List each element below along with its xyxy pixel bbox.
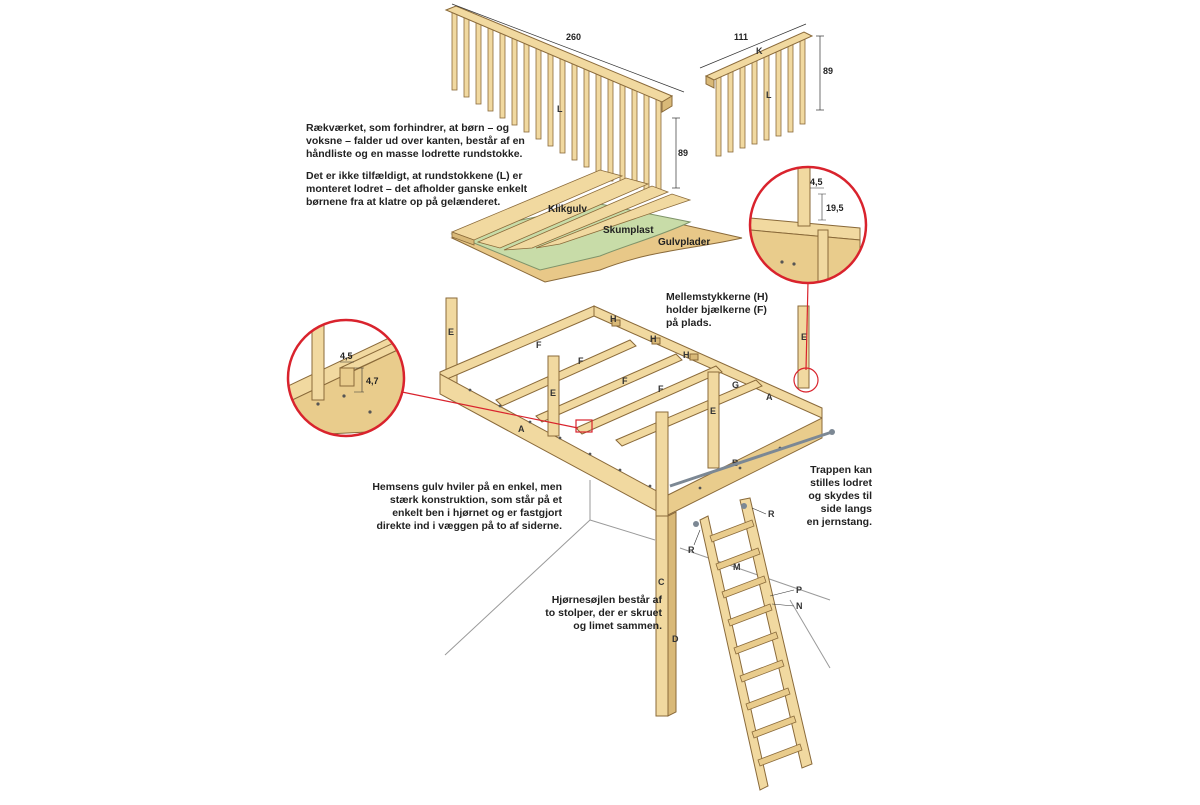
- post-corner: [655, 411, 669, 517]
- note-corner-post: Hjørnesøjlen består af to stolper, der e…: [512, 594, 662, 633]
- label-ladder-m: M: [733, 562, 741, 572]
- note-floor-support-line: stærk konstruktion, som står på et: [389, 494, 562, 506]
- material-click-floor: Klikgulv: [548, 204, 587, 215]
- note-corner-post-line: og limet sammen.: [573, 620, 662, 632]
- frame-bolt-holes: [468, 388, 782, 490]
- note-spacers-line: holder bjælkerne (F): [666, 304, 767, 316]
- label-beam-c: C: [658, 577, 665, 587]
- note-vertical-bars-line: Det er ikke tilfældigt, at rundstokkene …: [306, 170, 523, 182]
- material-foam: Skumplast: [603, 225, 654, 236]
- long-rail-length-label: 260: [566, 32, 581, 42]
- short-railing: 111 89 K L: [699, 23, 833, 157]
- joist-4: [615, 379, 763, 447]
- joist-3: [575, 365, 723, 435]
- floor-layers: Klikgulv Skumplast Gulvplader: [450, 169, 743, 283]
- note-vertical-bars-line: børnene fra at klatre op på gelænderet.: [306, 196, 501, 208]
- note-railing-line: Rækværket, som forhindrer, at børn – og: [306, 122, 510, 134]
- note-corner-post-line: Hjørnesøjlen består af: [551, 594, 662, 606]
- note-ladder-line: en jernstang.: [806, 516, 872, 528]
- label-joist-f-1: F: [536, 340, 542, 350]
- joist-1: [495, 339, 637, 407]
- frame-part-labels: E E E E A A B C D G F F F F H H H: [448, 314, 807, 644]
- note-ladder-line: og skydes til: [808, 490, 872, 502]
- label-post-e-back-left: E: [448, 327, 454, 337]
- short-rail-k-label: K: [756, 46, 763, 56]
- label-ladder-r-left: R: [688, 545, 695, 555]
- note-ladder-line: side langs: [820, 503, 872, 515]
- label-spacer-h-1: H: [610, 314, 617, 324]
- short-handrail: [704, 31, 814, 81]
- post-front-mid: [547, 355, 560, 437]
- short-rail-baluster-label: L: [766, 90, 772, 100]
- ladder-steps: [709, 519, 803, 767]
- joist-height-label: 4,7: [366, 376, 379, 386]
- note-railing: Rækværket, som forhindrer, at børn – og …: [306, 122, 528, 161]
- label-beam-a-side: A: [766, 392, 773, 402]
- baluster-gap-label: 19,5: [826, 203, 844, 213]
- ladder-left-rail: [699, 515, 769, 791]
- label-ladder-r-right: R: [768, 509, 775, 519]
- note-spacers: Mellemstykkerne (H) holder bjælkerne (F)…: [666, 291, 786, 330]
- label-post-e-front-right: E: [710, 406, 716, 416]
- material-floor-boards: Gulvplader: [658, 237, 710, 248]
- label-ladder-p: P: [796, 585, 802, 595]
- note-spacers-line: Mellemstykkerne (H): [666, 291, 769, 303]
- click-floor-planks: [450, 169, 692, 251]
- spacer-1: [611, 319, 621, 327]
- note-ladder-line: stilles lodret: [810, 477, 872, 489]
- label-joist-f-3: F: [622, 376, 628, 386]
- label-ladder-n: N: [796, 601, 803, 611]
- note-vertical-bars: Det er ikke tilfældigt, at rundstokkene …: [306, 170, 532, 209]
- baluster-width-label: 4,5: [810, 177, 823, 187]
- spacer-3: [689, 353, 699, 361]
- long-rail-baluster-label: L: [557, 104, 563, 114]
- short-railing-balusters: [715, 33, 806, 157]
- label-spacer-h-2: H: [650, 334, 657, 344]
- long-railing-balusters: [451, 11, 662, 192]
- note-floor-support-line: enkelt ben i hjørnet og er fastgjort: [392, 507, 562, 519]
- short-rail-length-label: 111: [734, 32, 748, 42]
- note-ladder: Trappen kan stilles lodret og skydes til…: [782, 464, 872, 529]
- label-spacer-h-3: H: [683, 350, 690, 360]
- note-corner-post-line: to stolper, der er skruet: [545, 607, 662, 619]
- note-railing-line: håndliste og en masse lodrette rundstokk…: [306, 148, 523, 160]
- label-joist-f-4: F: [658, 384, 664, 394]
- label-beam-d: D: [672, 634, 679, 644]
- baluster-detail-callout: 4,5 19,5: [748, 165, 868, 393]
- post-back-right: [797, 305, 810, 389]
- label-joist-f-2: F: [578, 356, 584, 366]
- long-railing: 260 89 L: [444, 3, 688, 192]
- label-beam-a-front: A: [518, 424, 525, 434]
- spacer-2: [651, 337, 661, 345]
- short-rail-height-label: 89: [823, 66, 833, 76]
- note-floor-support-line: Hemsens gulv hviler på en enkel, men: [372, 481, 562, 493]
- joist-detail-callout: 4,5 4,7: [286, 318, 593, 438]
- post-front-right: [707, 371, 720, 469]
- note-floor-support: Hemsens gulv hviler på en enkel, men stæ…: [362, 481, 562, 533]
- joist-width-label: 4,5: [340, 351, 353, 361]
- long-rail-height-label: 89: [678, 148, 688, 158]
- note-floor-support-line: direkte ind i væggen på to af siderne.: [376, 520, 562, 532]
- label-post-e-front-mid: E: [550, 388, 556, 398]
- loft-frame: [439, 297, 823, 717]
- note-vertical-bars-line: monteret lodret – det afholder ganske en…: [306, 183, 528, 195]
- ladder-iron-rod: [669, 430, 833, 488]
- note-spacers-line: på plads.: [666, 317, 712, 329]
- note-railing-line: voksne – falder ud over kanten, består a…: [306, 135, 525, 147]
- ladder-hooks: [693, 503, 747, 527]
- label-post-e-back-right: E: [801, 332, 807, 342]
- ladder: R R M P N: [669, 429, 835, 791]
- label-beam-g: G: [732, 380, 739, 390]
- note-ladder-line: Trappen kan: [810, 464, 872, 476]
